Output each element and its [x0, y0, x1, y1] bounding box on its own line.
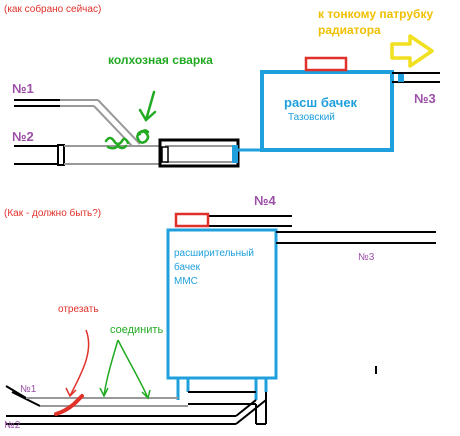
radiator-label-line2: радиатора: [318, 23, 381, 37]
weld-blobs: [104, 129, 150, 150]
top-tank-cap: [304, 56, 348, 72]
bottom-hoses: [5, 385, 267, 425]
bottom-tank-outlets: [176, 378, 268, 400]
cut-pointer: [69, 329, 90, 397]
join-pointers: [99, 339, 151, 400]
bottom-tank: [166, 228, 278, 380]
bottom-tank-cap: [174, 212, 210, 228]
top-hose-1-label: №1: [12, 81, 34, 96]
bottom-hose-4: [208, 215, 292, 227]
top-hose-2-label: №2: [12, 129, 34, 144]
top-hose-2: [14, 144, 160, 166]
bottom-caption: (Как - должно быть?): [4, 208, 102, 219]
bottom-hose-1-label: №1: [20, 384, 37, 395]
top-hose-3: [392, 72, 440, 83]
bottom-hose-3: [276, 231, 436, 244]
bottom-hose-3-label: №3: [358, 252, 375, 263]
top-tank: [260, 70, 394, 152]
cut-pointer-head: [65, 387, 77, 398]
top-blue-pipe: [238, 72, 264, 152]
top-hose-1: [14, 99, 141, 147]
top-caption: (как собрано сейчас): [4, 4, 102, 15]
top-tank-subtitle: Тазовский: [288, 112, 335, 123]
top-hose-3-label: №3: [414, 91, 436, 106]
weld-label: колхозная сварка: [108, 53, 213, 67]
top-tank-title: расш бачек: [284, 95, 358, 110]
bottom-hose-4-label: №4: [254, 193, 276, 208]
top-coupling: [158, 138, 240, 168]
radiator-label-line1: к тонкому патрубку: [318, 7, 434, 21]
radiator-arrow: [390, 34, 434, 68]
bottom-hose-2-label: №2: [4, 420, 21, 431]
cut-label: отрезать: [58, 304, 99, 315]
bottom-tank-line3: ММС: [174, 276, 198, 287]
bottom-tank-line2: бачек: [174, 262, 200, 273]
bottom-tank-line1: расширительный: [174, 248, 254, 259]
join-label: соединить: [110, 324, 164, 336]
cut-mark: [54, 394, 84, 416]
weld-pointer-arrow: [138, 90, 157, 122]
